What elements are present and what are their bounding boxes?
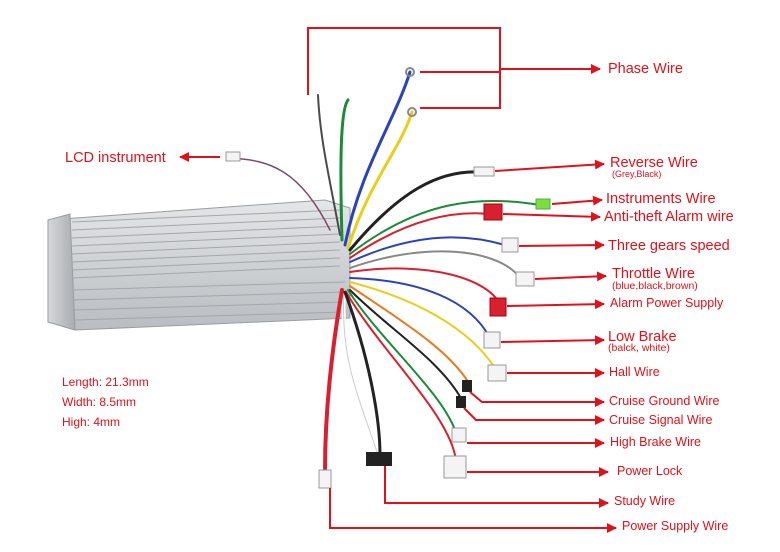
label-high-brake: High Brake Wire <box>610 435 701 449</box>
label-cruise-signal: Cruise Signal Wire <box>609 413 713 427</box>
antitheft-arrow <box>502 211 601 222</box>
controller-housing <box>47 199 351 331</box>
label-cruise-ground: Cruise Ground Wire <box>609 394 720 408</box>
label-phase-wire: Phase Wire <box>608 61 683 77</box>
wires <box>229 70 541 472</box>
label-antitheft-wire: Anti-theft Alarm wire <box>604 209 734 225</box>
instruments-arrow <box>551 195 603 206</box>
phase-bracket <box>307 27 501 109</box>
label-power-supply: Power Supply Wire <box>622 519 729 533</box>
cruise-ground-arrow <box>469 391 605 407</box>
label-reverse-wire: Reverse Wire <box>610 155 698 171</box>
label-lcd-instrument: LCD instrument <box>65 150 166 166</box>
gears-arrow <box>518 240 605 251</box>
low-brake-arrow <box>500 335 605 346</box>
study-arrow <box>384 466 609 508</box>
label-instruments-wire: Instruments Wire <box>606 191 716 207</box>
label-hall-wire: Hall Wire <box>609 365 660 379</box>
alarm-power-arrow <box>506 299 605 310</box>
annotation-lines <box>179 27 617 533</box>
power-supply-arrow <box>329 488 617 533</box>
dimension-width: Width: 8.5mm <box>62 395 137 409</box>
label-alarm-power: Alarm Power Supply <box>610 296 724 310</box>
label-low-brake-sub: (balck, white) <box>608 342 670 354</box>
throttle-arrow <box>534 271 607 282</box>
dimension-high: High: 4mm <box>62 415 121 429</box>
label-reverse-sub: (Grey,Black) <box>612 169 662 179</box>
dimension-length: Length: 21.3mm <box>62 375 149 389</box>
reverse-arrow <box>494 159 605 172</box>
label-study-wire: Study Wire <box>614 494 676 508</box>
label-low-brake: Low Brake <box>608 329 677 345</box>
label-power-lock: Power Lock <box>617 464 683 478</box>
label-three-gears: Three gears speed <box>608 238 730 254</box>
label-throttle-wire: Throttle Wire <box>612 266 695 282</box>
cruise-signal-arrow <box>463 407 605 425</box>
connectors <box>225 67 551 489</box>
label-throttle-sub: (blue,black,brown) <box>612 280 698 292</box>
